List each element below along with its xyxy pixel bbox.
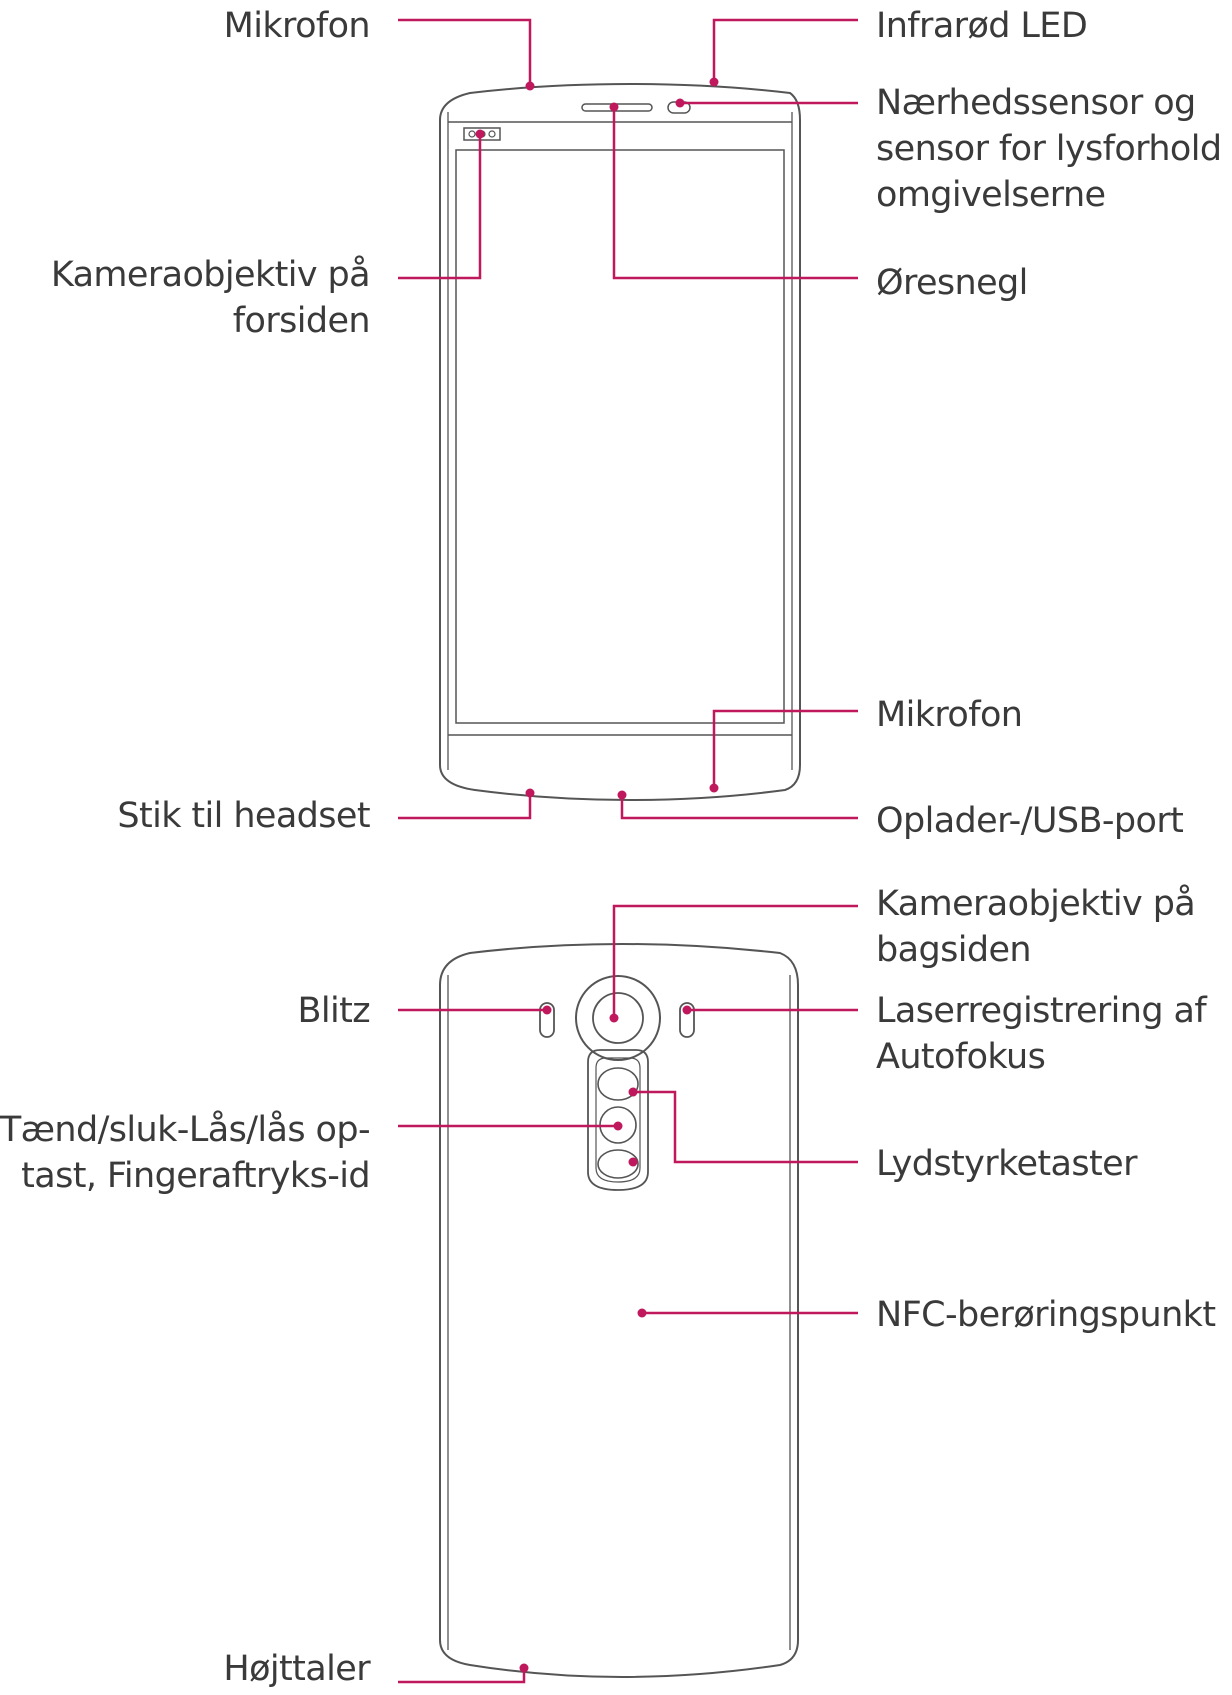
label-nfc-text: NFC-berøringspunkt [876, 1295, 1216, 1335]
back-camera-ring-inner [592, 992, 644, 1044]
label-bottom-microphone-text: Mikrofon [876, 695, 1023, 735]
label-proximity-sensor: Nærhedssensor og sensor for lysforhold i… [876, 80, 1232, 218]
front-screen [455, 149, 785, 724]
callout-top-microphone [398, 18, 532, 86]
label-front-camera: Kameraobjektiv på forsiden [50, 252, 371, 344]
label-power-key-line2: tast, Fingeraftryks-id [21, 1156, 370, 1196]
label-rear-camera: Kameraobjektiv på bagsiden [876, 881, 1196, 973]
front-camera-module [463, 127, 501, 141]
label-laser-af-line1: Laserregistrering af [876, 991, 1207, 1031]
front-phone [439, 82, 801, 802]
label-rear-camera-line2: bagsiden [876, 930, 1032, 970]
dot-nfc [637, 1308, 647, 1318]
label-top-microphone-text: Mikrofon [223, 6, 371, 46]
dot-speaker [519, 1663, 529, 1673]
label-nfc: NFC-berøringspunkt [876, 1292, 1216, 1338]
front-camera-lens-3 [488, 130, 496, 138]
callout-headset-jack [398, 793, 532, 820]
back-phone-body [439, 942, 799, 1679]
label-speaker-text: Højttaler [223, 1649, 370, 1689]
callout-infrared-led [712, 18, 858, 82]
dot-proximity-sensor [675, 98, 685, 108]
dot-earpiece [609, 102, 619, 112]
dot-laser-af [682, 1005, 692, 1015]
label-volume-keys: Lydstyrketaster [876, 1141, 1137, 1187]
dot-bottom-microphone [709, 783, 719, 793]
label-power-key-line1: Tænd/sluk-Lås/lås op- [0, 1110, 371, 1150]
label-bottom-microphone: Mikrofon [876, 692, 1023, 738]
label-front-camera-line2: forsiden [232, 301, 371, 341]
back-volume-down-key [597, 1149, 639, 1179]
back-volume-up-key [597, 1067, 639, 1101]
back-phone [439, 942, 799, 1679]
dot-flash [542, 1005, 552, 1015]
label-flash-text: Blitz [297, 991, 370, 1031]
label-infrared-led: Infrarød LED [876, 3, 1088, 49]
label-earpiece-text: Øresnegl [876, 263, 1028, 303]
callout-charger-port [620, 795, 858, 820]
callout-volume-keys [633, 1090, 858, 1164]
callout-front-camera [398, 134, 482, 280]
dot-front-camera [475, 129, 485, 139]
label-power-key: Tænd/sluk-Lås/lås op- tast, Fingeraftryk… [0, 1107, 371, 1199]
label-charger-port-text: Oplader-/USB-port [876, 801, 1184, 841]
label-charger-port: Oplader-/USB-port [876, 798, 1184, 844]
dot-headset-jack [525, 788, 535, 798]
dot-charger-port [617, 790, 627, 800]
dot-rear-camera [609, 1013, 619, 1023]
callout-bottom-microphone [712, 709, 858, 788]
front-phone-inner-edge [447, 112, 793, 770]
front-camera-lens [468, 130, 476, 138]
dot-infrared-led [709, 77, 719, 87]
front-phone-body [439, 82, 801, 802]
dot-volume-down [628, 1157, 638, 1167]
back-laser-af [679, 1002, 695, 1038]
label-laser-af: Laserregistrering af Autofokus [876, 988, 1207, 1080]
back-key-housing-inner [595, 1057, 641, 1183]
label-volume-keys-text: Lydstyrketaster [876, 1144, 1137, 1184]
back-camera-ring-outer [575, 975, 661, 1061]
callout-lines [398, 18, 858, 1684]
callout-dots [475, 77, 719, 1673]
label-proximity-sensor-line3: omgivelserne [876, 175, 1106, 215]
label-earpiece: Øresnegl [876, 260, 1028, 306]
label-speaker: Højttaler [223, 1646, 370, 1692]
label-top-microphone: Mikrofon [223, 3, 371, 49]
dot-power-key [613, 1121, 623, 1131]
label-flash: Blitz [297, 988, 370, 1034]
callout-rear-camera [612, 904, 858, 1018]
label-proximity-sensor-line1: Nærhedssensor og [876, 83, 1196, 123]
label-headset-jack: Stik til headset [117, 793, 370, 839]
label-rear-camera-line1: Kameraobjektiv på [876, 884, 1196, 924]
label-infrared-led-text: Infrarød LED [876, 6, 1088, 46]
label-laser-af-line2: Autofokus [876, 1037, 1046, 1077]
callout-speaker [398, 1668, 526, 1684]
callout-earpiece [612, 107, 858, 280]
label-headset-jack-text: Stik til headset [117, 796, 370, 836]
label-front-camera-line1: Kameraobjektiv på [50, 255, 371, 295]
dot-top-microphone [525, 81, 535, 91]
back-flash [539, 1002, 555, 1038]
label-proximity-sensor-line2: sensor for lysforhold i [876, 129, 1232, 169]
dot-volume-up [628, 1087, 638, 1097]
back-key-housing [587, 1049, 649, 1191]
